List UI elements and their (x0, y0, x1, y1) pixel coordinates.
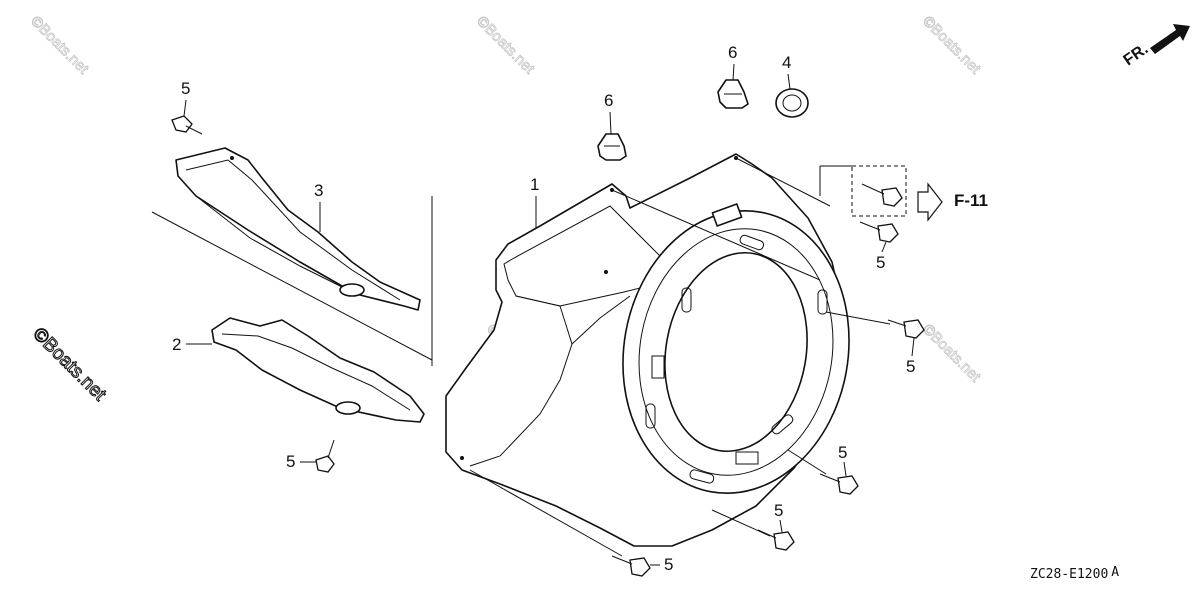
callout-bolt-right-lower: 5 (838, 443, 847, 462)
callout-upper-baffle: 3 (314, 181, 323, 200)
reference-label: F-11 (954, 191, 988, 210)
drawing-code-suffix: A (1111, 565, 1119, 580)
callout-bolt-bottom: 5 (664, 555, 673, 574)
fan-shroud-part (445, 153, 891, 557)
callout-bolt-right-upper: 5 (876, 253, 885, 272)
bolt-right-lower (819, 473, 859, 495)
clip-parts (597, 79, 749, 161)
right-arrow-icon (917, 182, 943, 222)
callout-grommet: 4 (782, 53, 791, 72)
front-arrow-icon (1150, 24, 1190, 54)
bolt-bottom-right (757, 529, 795, 551)
front-label: FR. (1121, 41, 1152, 70)
callouts: 1 2 3 4 6 6 5 5 5 5 5 5 5 (172, 43, 915, 574)
callout-clip-upper: 6 (728, 43, 737, 62)
bolt-bottom (611, 555, 651, 577)
callout-bolt-right-middle: 5 (906, 357, 915, 376)
callout-bolt-top-left: 5 (181, 79, 190, 98)
drawing-code-main: ZC28-E1200 (1030, 567, 1108, 582)
callout-clip-lower: 6 (604, 91, 613, 110)
bolt-right-middle (887, 319, 925, 339)
callout-bolt-left-lower: 5 (286, 452, 295, 471)
watermark-left-dark: ©Boats.net (28, 324, 110, 406)
bolt-top-left (171, 115, 203, 135)
reference-arrow: F-11 (819, 165, 988, 222)
grommet-part (775, 88, 809, 118)
callout-lower-baffle: 2 (172, 335, 181, 354)
upper-baffle-part (175, 147, 421, 311)
bolt-right-upper (859, 221, 899, 243)
bolt-left-lower (315, 439, 335, 473)
watermark-top-left: ©Boats.net (27, 13, 92, 78)
watermark-top-right: ©Boats.net (919, 13, 984, 78)
bolt-reference-box (851, 165, 907, 217)
watermark-top-center: ©Boats.net (473, 13, 538, 78)
callout-shroud: 1 (530, 175, 539, 194)
front-direction-indicator: FR. (1121, 24, 1190, 69)
lower-baffle-part (211, 317, 425, 423)
bolt-parts (171, 115, 925, 577)
panel-frame (151, 196, 433, 366)
callout-bolt-bottom-right: 5 (774, 501, 783, 520)
watermark-right: ©Boats.net (919, 321, 984, 386)
